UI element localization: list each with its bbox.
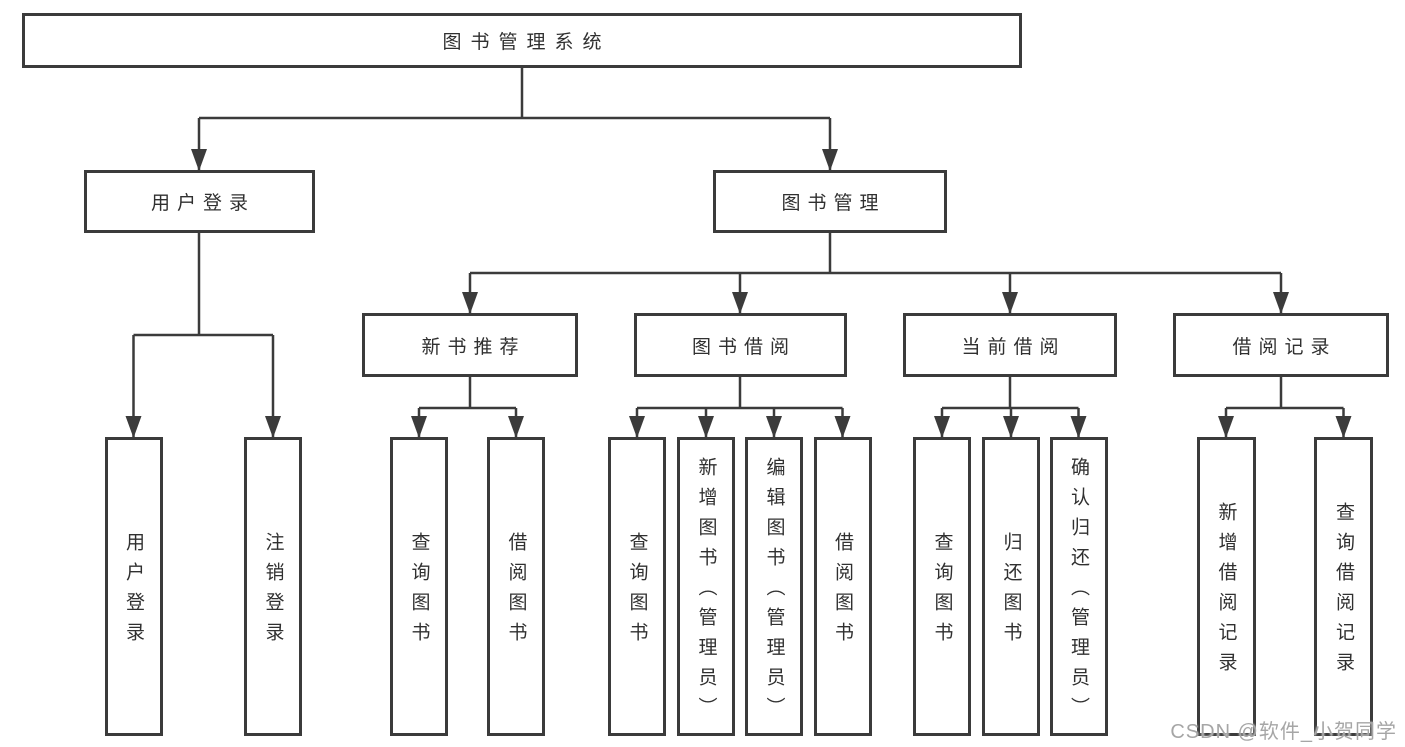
- leaf-return-book: 归还图书: [982, 437, 1040, 736]
- node-book-management: 图书管理: [713, 170, 947, 233]
- leaf-query-books-2: 查询图书: [608, 437, 666, 736]
- leaf-query-borrow-record: 查询借阅记录: [1314, 437, 1373, 736]
- leaf-borrow-books-1: 借阅图书: [487, 437, 545, 736]
- node-borrow-record: 借阅记录: [1173, 313, 1389, 377]
- node-book-borrow: 图书借阅: [634, 313, 847, 377]
- node-current-borrow: 当前借阅: [903, 313, 1117, 377]
- leaf-logout: 注销登录: [244, 437, 302, 736]
- leaf-add-borrow-record: 新增借阅记录: [1196, 437, 1256, 736]
- leaf-query-books-3: 查询图书: [913, 437, 971, 736]
- leaf-edit-book-admin: 编辑图书（管理员）: [745, 437, 803, 736]
- leaf-borrow-books-2: 借阅图书: [813, 437, 872, 736]
- node-new-book-recommend: 新书推荐: [362, 313, 578, 377]
- node-user-login: 用户登录: [84, 170, 315, 233]
- watermark: CSDN @软件_小贺同学: [1170, 721, 1397, 743]
- leaf-query-books-1: 查询图书: [390, 437, 448, 736]
- node-root: 图书管理系统: [22, 13, 1022, 68]
- leaf-user-login: 用户登录: [104, 437, 163, 736]
- leaf-confirm-return-admin: 确认归还（管理员）: [1049, 437, 1108, 736]
- leaf-add-book-admin: 新增图书（管理员）: [677, 437, 735, 736]
